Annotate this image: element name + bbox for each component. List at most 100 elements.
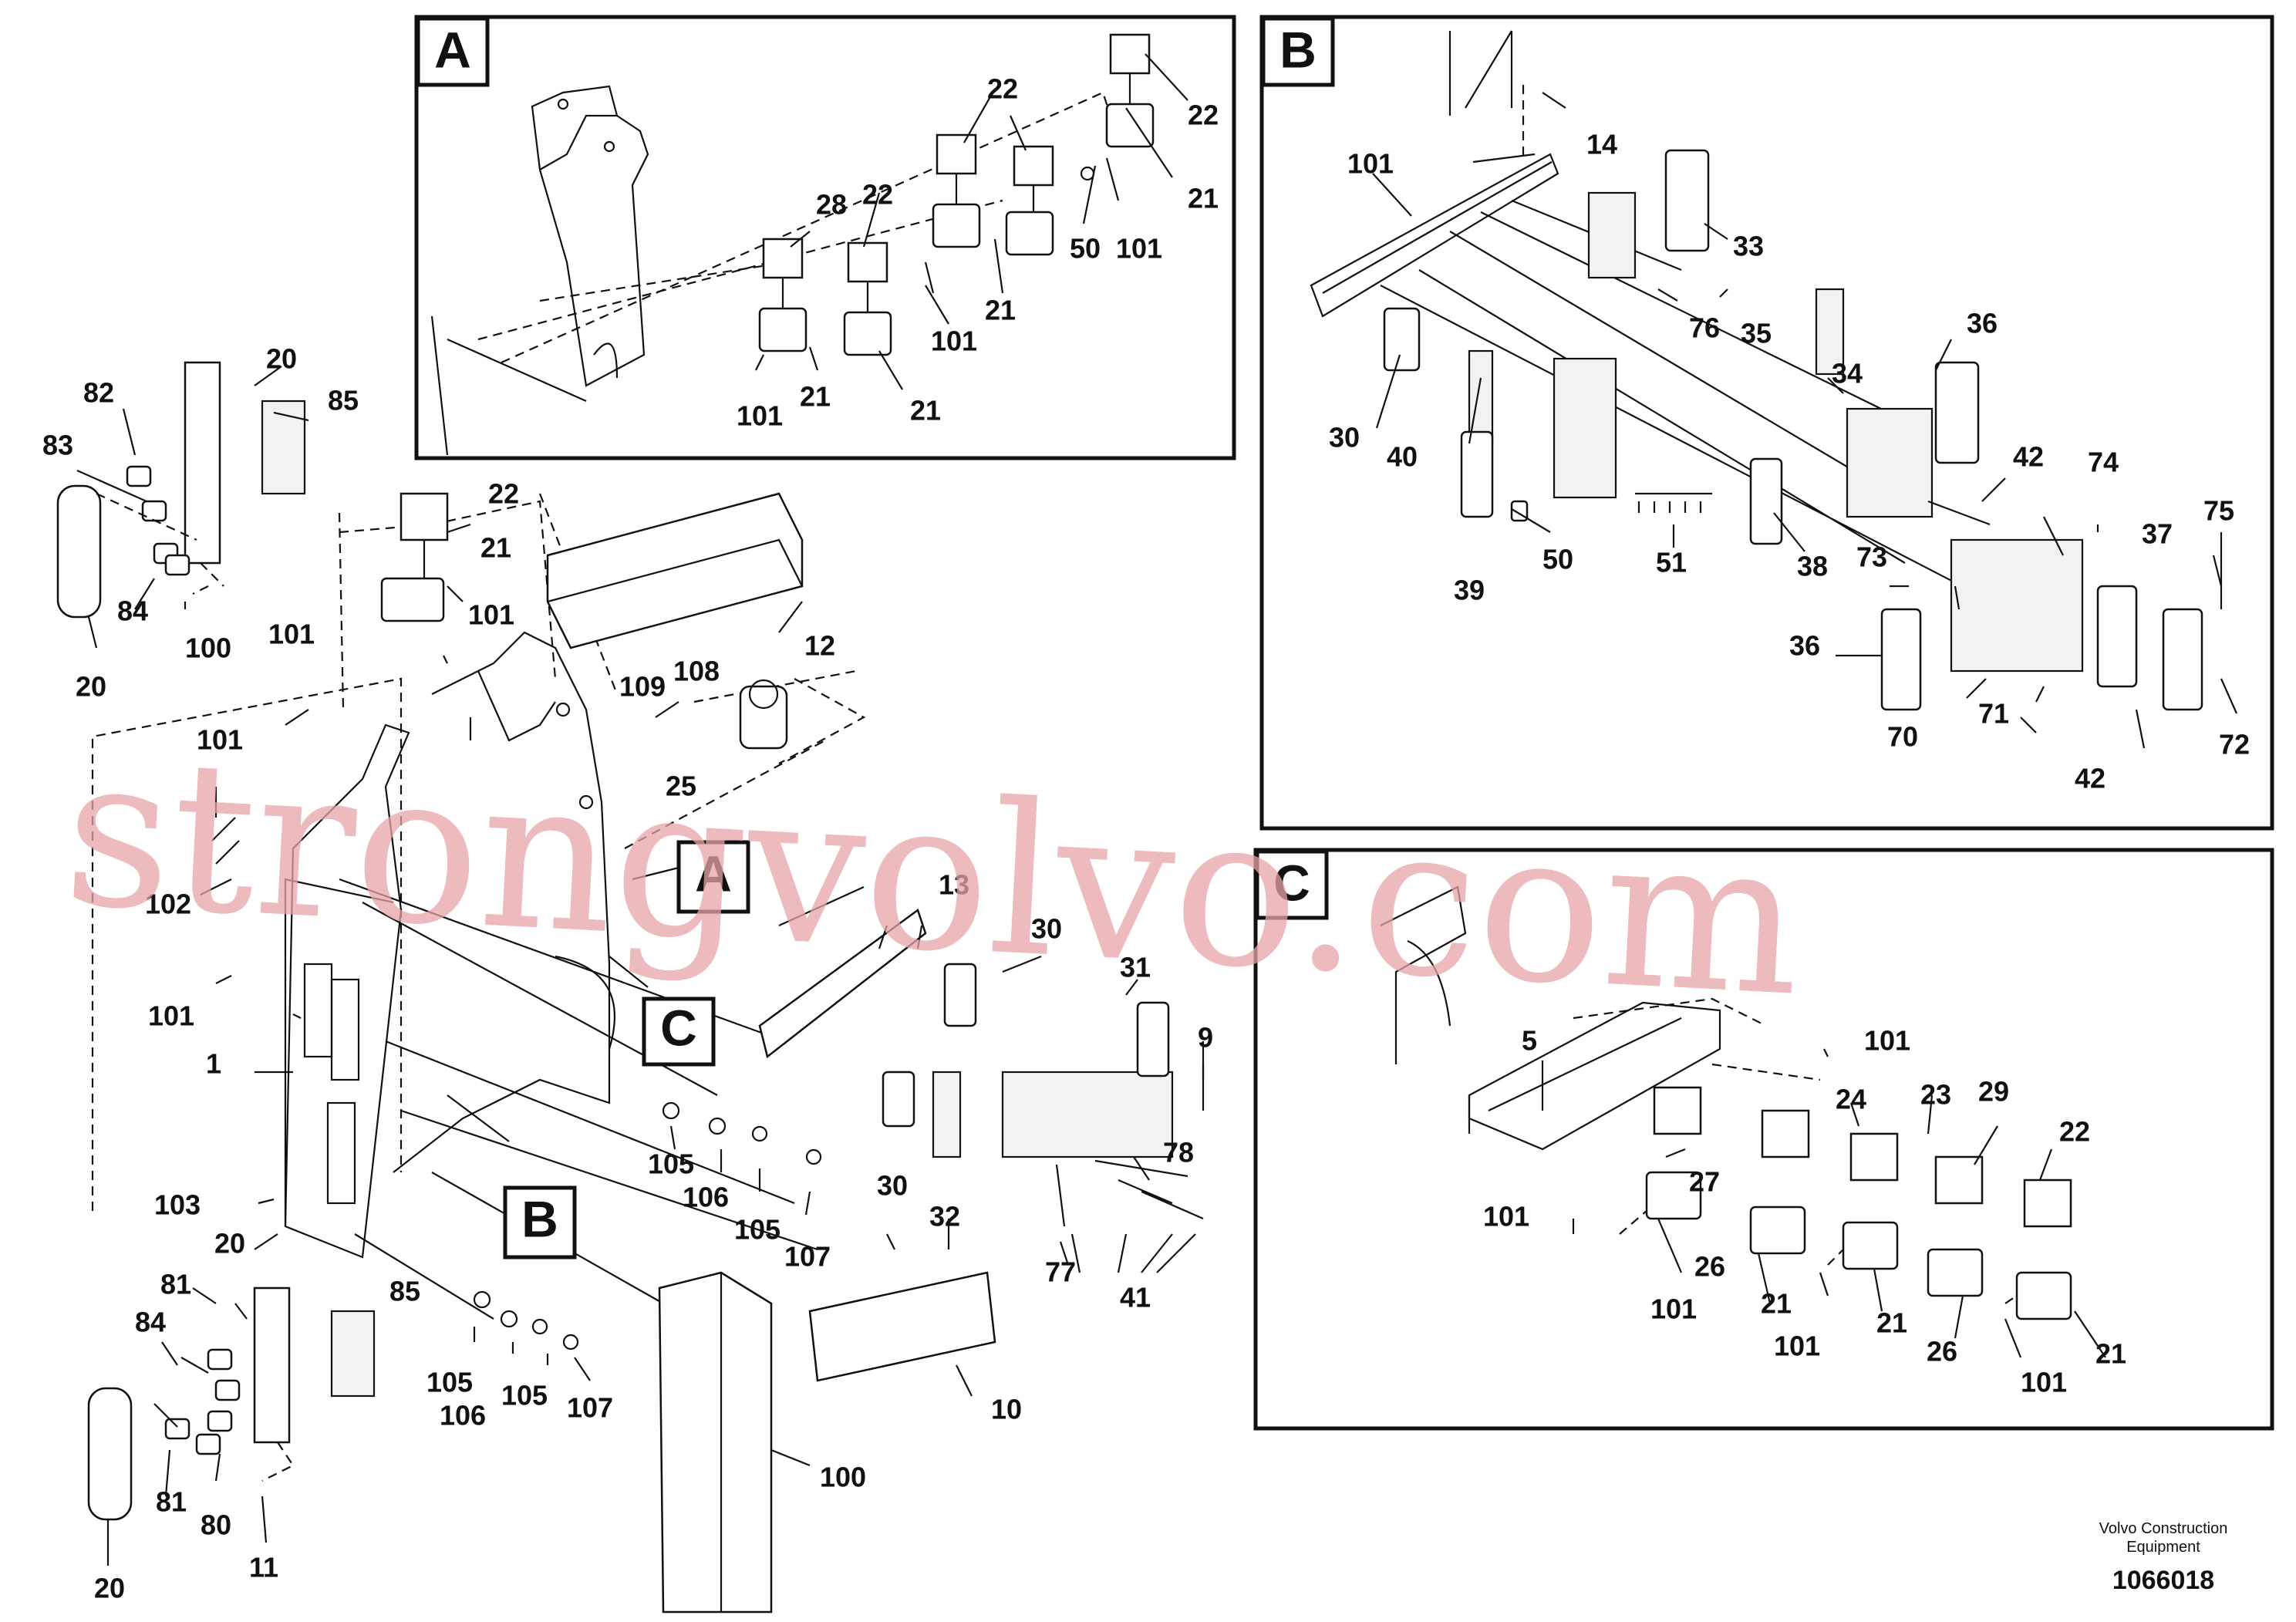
label-77: 77 [1045,1256,1076,1288]
label-35: 35 [1741,318,1772,349]
label-21: 21 [2095,1338,2126,1370]
label-84: 84 [117,595,148,627]
label-103: 103 [154,1189,201,1221]
label-11: 100 [820,1462,866,1493]
label-21: 21 [800,381,831,413]
label-50: 50 [1542,544,1573,575]
label-42: 42 [2013,441,2044,473]
label-101: 101 [1116,233,1162,265]
label-105: 105 [648,1148,694,1180]
callouts: A B C [447,840,750,1259]
label-85: 85 [389,1276,420,1307]
label-85: 85 [328,385,359,416]
label-1: 1 [206,1048,221,1080]
label-21: 21 [985,295,1016,326]
company-name-line1: Volvo Construction [2099,1520,2228,1537]
label-105: 105 [426,1367,473,1398]
label-73: 73 [1856,541,1887,573]
footer: Volvo Construction Equipment 1066018 [2099,1520,2228,1595]
label-84: 84 [135,1307,166,1338]
callout-a: A [695,845,732,902]
label-20: 20 [266,343,297,375]
label-41: 41 [1120,1282,1151,1313]
drawing-number: 1066018 [2112,1566,2214,1595]
label-42: 42 [2075,763,2106,794]
label-5: 5 [1522,1025,1537,1057]
company-name-line2: Equipment [2126,1539,2200,1556]
label-76: 76 [1689,312,1720,344]
label-10: 10 [991,1394,1022,1425]
label-101: 101 [1347,148,1394,180]
label-34: 34 [1832,358,1863,389]
label-101: 101 [2021,1367,2067,1398]
label-9: 9 [1198,1022,1213,1054]
label-105: 105 [501,1380,548,1411]
label-101: 101 [737,400,783,432]
label-106: 106 [683,1182,729,1213]
label-71: 71 [1978,698,2009,730]
label-101: 101 [1864,1025,1910,1057]
label-14: 14 [1586,129,1617,160]
label-24: 24 [1836,1084,1866,1115]
label-107: 107 [567,1392,613,1424]
label-83: 83 [42,430,73,461]
label-13: 13 [939,869,969,901]
label-81: 81 [160,1269,191,1300]
callout-b: B [521,1190,558,1247]
label-101: 101 [148,1000,194,1032]
detail-panel-a: A 22 22 28 22 50 101 21 21 101 101 2 [414,15,1236,460]
label-101: 101 [468,599,514,631]
label-22: 22 [2059,1116,2090,1148]
label-21: 21 [1876,1307,1907,1339]
label-12: 12 [804,630,835,662]
label-70: 70 [1887,721,1918,753]
label-75: 75 [2203,495,2234,527]
label-25: 25 [666,771,696,802]
label-101: 101 [1650,1293,1697,1325]
label-36: 36 [1789,630,1820,662]
label-20: 20 [76,671,106,703]
label-100: 11 [249,1552,278,1583]
label-81: 81 [156,1486,187,1518]
label-30: 30 [1031,913,1062,945]
label-109: 109 [619,671,666,703]
label-36: 36 [1967,308,1998,339]
label-22: 22 [862,179,893,211]
label-107: 107 [784,1241,831,1273]
label-101: 101 [931,325,977,357]
panel-letter-c: C [1273,854,1310,911]
label-27: 27 [1689,1166,1720,1198]
label-30: 30 [877,1170,908,1202]
label-101: 101 [1774,1330,1820,1362]
label-105: 105 [734,1214,781,1246]
label-21: 21 [1188,183,1219,214]
label-20: 20 [214,1228,245,1259]
label-80: 80 [201,1509,231,1541]
label-26: 26 [1694,1251,1725,1283]
label-20: 20 [94,1573,125,1604]
watermark: strongvolvo.com [59,709,1807,1042]
label-21: 21 [480,532,511,564]
label-21: 21 [1761,1288,1792,1320]
label-22: 22 [488,478,519,510]
label-50: 50 [1070,233,1101,265]
label-78: 78 [1163,1137,1194,1168]
detail-panel-b: B 14 101 33 76 35 34 30 40 36 [1259,15,2274,831]
label-108: 108 [673,656,720,687]
label-82: 82 [83,377,114,409]
label-72: 72 [2219,729,2250,760]
callout-c: C [660,999,697,1056]
label-22: 22 [987,73,1018,105]
label-39: 39 [1454,575,1485,606]
label-100: 100 [185,632,231,664]
panel-letter-b: B [1279,21,1317,78]
label-37: 37 [2142,518,2173,550]
label-38: 38 [1797,551,1828,582]
label-101: 101 [197,724,243,756]
label-30: 30 [1329,422,1360,454]
label-40: 40 [1387,441,1418,473]
label-51: 51 [1656,547,1687,578]
label-23: 23 [1920,1079,1951,1111]
label-102: 102 [145,889,191,920]
